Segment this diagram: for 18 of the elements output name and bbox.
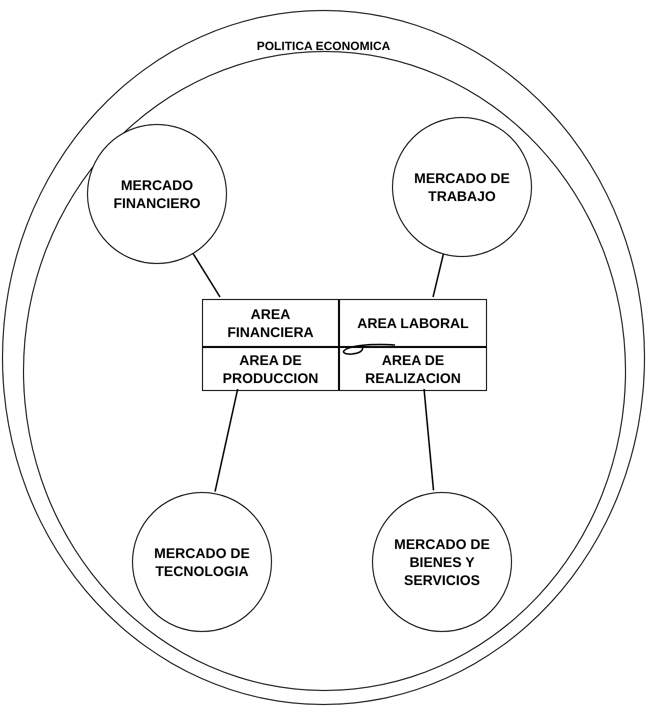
node-label: AREA DE REALIZACION xyxy=(364,350,462,388)
connector-line xyxy=(432,253,445,298)
connector-line xyxy=(192,252,222,298)
area-cell xyxy=(202,299,339,347)
connector-line xyxy=(214,389,239,492)
node-label: MERCADO DE TECNOLOGIA xyxy=(153,544,251,580)
connector-line xyxy=(424,389,435,491)
node-label: MERCADO FINANCIERO xyxy=(112,176,202,212)
connector-line xyxy=(343,344,396,356)
area-cell xyxy=(339,347,487,391)
node-label: MERCADO DE TRABAJO xyxy=(413,168,511,206)
node-label: MERCADO DE BIENES Y SERVICIOS xyxy=(393,534,491,590)
area-cell xyxy=(202,347,339,391)
node-label: AREA DE PRODUCCION xyxy=(222,350,320,388)
node-label: AREA LABORAL xyxy=(357,314,469,332)
area-cell xyxy=(339,299,487,347)
region-title: POLITICA ECONOMICA xyxy=(256,39,390,55)
node-label: AREA FINANCIERA xyxy=(226,304,315,342)
